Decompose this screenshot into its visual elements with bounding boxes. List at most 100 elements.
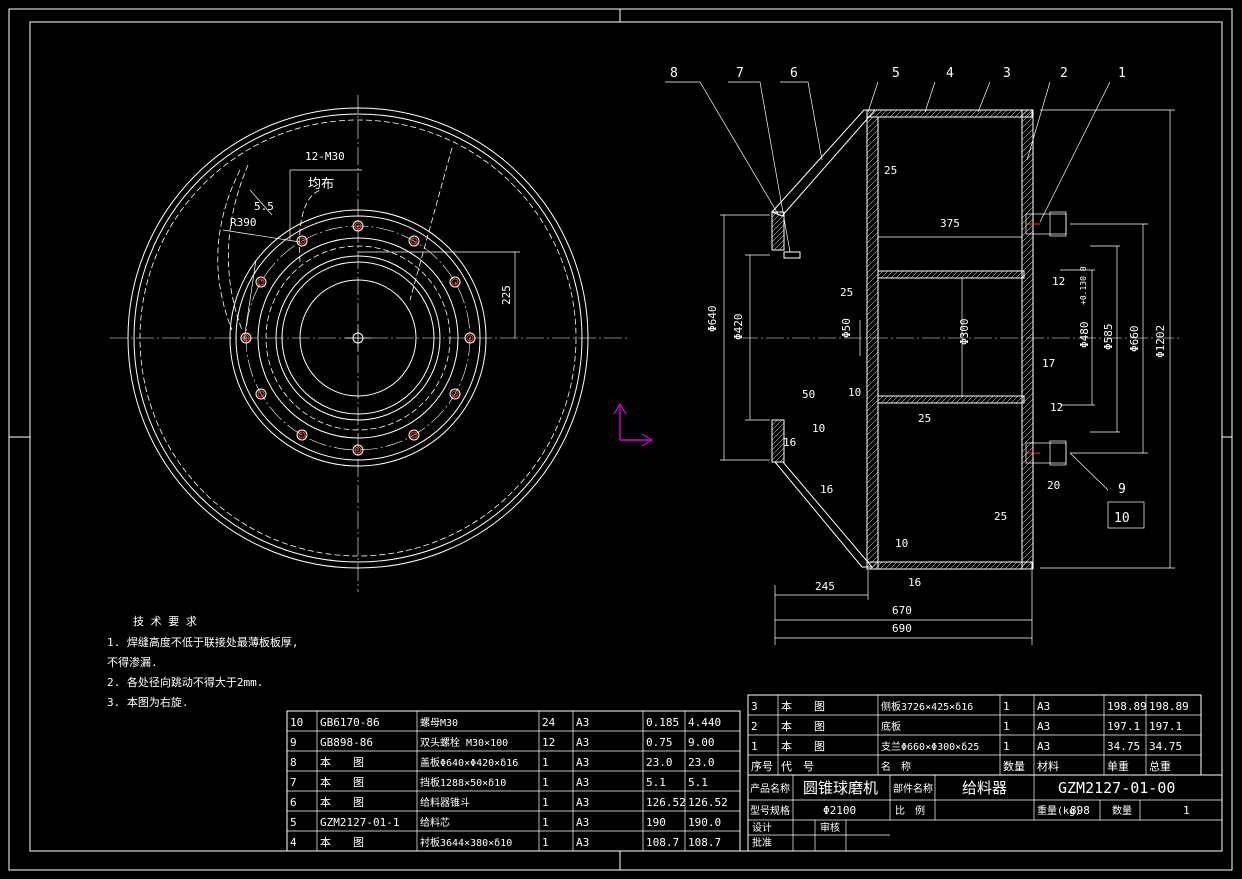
dim-10-bottom: 10 — [895, 537, 908, 550]
bom-cell: 108.7 — [688, 836, 721, 849]
bom-cell: 1 — [542, 756, 549, 769]
model-value: Φ2100 — [823, 804, 856, 817]
bom-cell: 2 — [751, 720, 758, 733]
notes-title: 技 术 要 求 — [133, 615, 197, 628]
bom-cell: 给料器锥斗 — [420, 796, 470, 809]
bom-cell: 5 — [290, 816, 297, 829]
dim-phi585: Φ585 — [1102, 324, 1115, 351]
part-name: 给料器 — [962, 779, 1007, 797]
bolt-hole — [449, 388, 461, 400]
part-label: 部件名称 — [893, 782, 933, 795]
bom-cell: 本 图 — [320, 795, 364, 809]
bom-cell: A3 — [576, 776, 589, 789]
weld-label: 5.5 — [254, 200, 274, 213]
bom-cell: A3 — [576, 716, 589, 729]
dim-20: 20 — [1047, 479, 1060, 492]
dim-25-top: 25 — [884, 164, 897, 177]
dim-25-mid: 25 — [840, 286, 853, 299]
scale-label: 比 例 — [895, 804, 925, 817]
holes-callout: 12-M30 — [305, 150, 345, 163]
dim-phi660: Φ660 — [1128, 326, 1141, 353]
bom-cell: 螺母M30 — [420, 717, 458, 729]
title-block — [747, 774, 1223, 852]
balloon-9: 9 — [1118, 482, 1126, 497]
bom-cell: 本 图 — [320, 775, 364, 789]
bom-cell: 0.75 — [646, 736, 673, 749]
bom-cell: 底板 — [881, 720, 901, 733]
bom-cell: 1 — [1003, 720, 1010, 733]
balloon-7: 7 — [736, 66, 744, 81]
bom-cell: 3 — [751, 700, 758, 713]
bom-cell: A3 — [1037, 740, 1050, 753]
model-label: 型号规格 — [750, 804, 790, 817]
bom-cell: 1 — [1003, 700, 1010, 713]
bom-cell: 1 — [542, 796, 549, 809]
bom-cell: 190.0 — [688, 816, 721, 829]
dim-16-left: 16 — [783, 436, 796, 449]
bom-cell: 总重 — [1149, 759, 1171, 773]
balloon-8: 8 — [670, 66, 678, 81]
balloon-6: 6 — [790, 66, 798, 81]
bom-cell: 1 — [1003, 740, 1010, 753]
bolt-hole — [464, 332, 476, 344]
dim-50: 50 — [802, 388, 815, 401]
bom-cell: 本 图 — [781, 719, 825, 733]
bom-cell: 197.1 — [1107, 720, 1140, 733]
dim-16-cone: 16 — [820, 483, 833, 496]
bom-cell: 108.7 — [646, 836, 679, 849]
drawing-number: GZM2127-01-00 — [1058, 779, 1175, 797]
bolt-hole — [352, 220, 364, 232]
bom-cell: 23.0 — [646, 756, 673, 769]
bolt-hole — [255, 276, 267, 288]
bom-cell: 198.89 — [1107, 700, 1147, 713]
balloon-4: 4 — [946, 66, 954, 81]
bom-cell: 本 图 — [320, 835, 364, 849]
bom-cell: 0.185 — [646, 716, 679, 729]
design-label: 设计 — [752, 821, 772, 834]
bom-cell: 本 图 — [781, 739, 825, 753]
bom-cell: A3 — [576, 756, 589, 769]
bom-cell: 给料芯 — [420, 816, 450, 829]
bom-cell: 10 — [290, 716, 303, 729]
dim-25-right: 25 — [994, 510, 1007, 523]
weld-12-b: 12 — [1050, 401, 1063, 414]
bom-cell: 6 — [290, 796, 297, 809]
bom-cell: 1 — [542, 816, 549, 829]
radius-label: R390 — [230, 216, 257, 229]
bom-cell: 8 — [290, 756, 297, 769]
bom-cell: 7 — [290, 776, 297, 789]
bolt-hole — [296, 235, 308, 247]
bom-cell: GB898-86 — [320, 736, 373, 749]
bom-cell: 198.89 — [1149, 700, 1189, 713]
bom-cell: 本 图 — [320, 755, 364, 769]
bom-cell: 9 — [290, 736, 297, 749]
bom-cell: 34.75 — [1149, 740, 1182, 753]
bolt-hole — [352, 444, 364, 456]
review-label: 审核 — [820, 821, 840, 834]
dim-phi1202: Φ1202 — [1154, 325, 1167, 358]
dim-25-inner: 25 — [918, 412, 931, 425]
dim-phi300: Φ300 — [958, 319, 971, 346]
bom-cell: 34.75 — [1107, 740, 1140, 753]
dim-225: 225 — [500, 285, 513, 305]
even-callout: 均布 — [308, 177, 334, 192]
bom-cell: 5.1 — [688, 776, 708, 789]
dim-375: 375 — [940, 217, 960, 230]
qty-label: 数量 — [1112, 804, 1132, 817]
bom-cell: 名 称 — [881, 760, 911, 773]
weight-label: 重量(kg) — [1037, 804, 1081, 817]
approve-label: 批准 — [752, 836, 772, 849]
product-name: 圆锥球磨机 — [803, 779, 878, 797]
balloon-3: 3 — [1003, 66, 1011, 81]
dim-phi480-tol: +0.130 0 — [1079, 266, 1088, 305]
bom-cell: 126.52 — [688, 796, 728, 809]
bom-cell: 1 — [542, 776, 549, 789]
note-3: 3. 本图为右旋. — [107, 695, 189, 709]
dim-phi420: Φ420 — [732, 314, 745, 341]
bom-cell: 代 号 — [781, 760, 814, 773]
note-1: 1. 焊缝高度不低于联接处最薄板板厚, — [107, 635, 299, 649]
bom-cell: 材料 — [1037, 759, 1059, 773]
ucs-icon — [613, 403, 653, 447]
bom-cell: 1 — [542, 836, 549, 849]
